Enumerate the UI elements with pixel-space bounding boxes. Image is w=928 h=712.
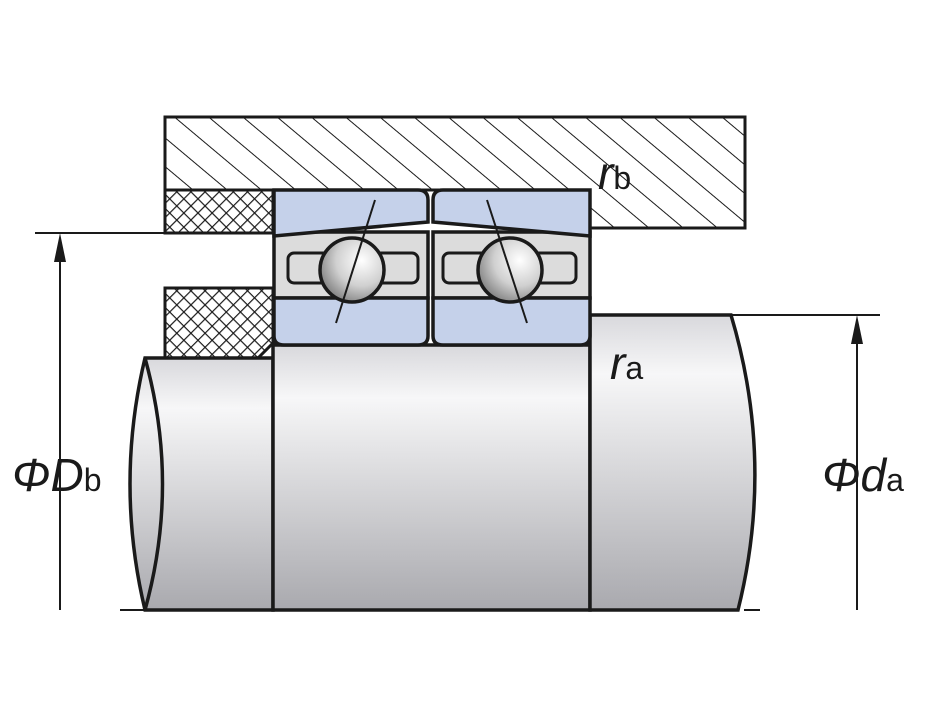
dimension-da (590, 314, 880, 610)
label-ra-main: r (610, 337, 626, 389)
label-ra-sub: a (625, 350, 644, 386)
label-rb: rb (598, 150, 631, 196)
dimension-Db (35, 232, 274, 610)
bearing-right (431, 188, 592, 347)
label-rb-main: r (598, 147, 614, 199)
shaft (128, 313, 757, 612)
label-da-main: Φd (822, 449, 887, 501)
label-Db-main: ΦD (12, 449, 84, 501)
label-da-sub: a (886, 462, 904, 498)
outer-spacer (163, 188, 275, 235)
label-Db-sub: b (83, 462, 102, 498)
label-ra: ra (610, 340, 643, 386)
inner-spacer (163, 286, 275, 360)
label-Db: ΦDb (12, 452, 102, 498)
label-rb-sub: b (613, 160, 632, 196)
bearing-left (272, 188, 430, 347)
label-da: Φda (822, 452, 904, 498)
